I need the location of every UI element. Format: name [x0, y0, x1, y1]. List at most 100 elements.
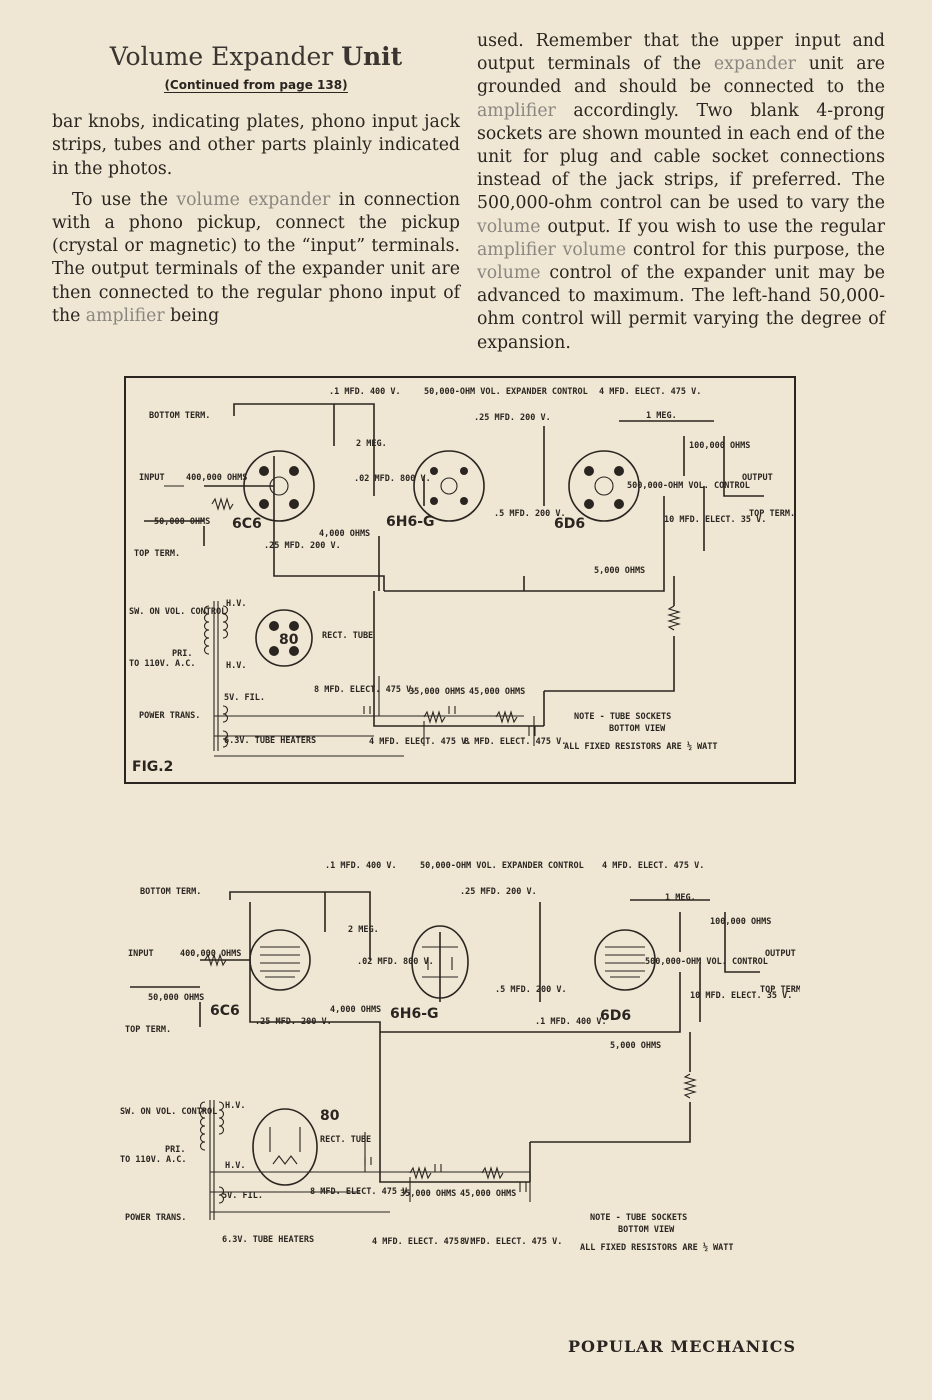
text-run: accordingly. Two blank 4-prong sockets a…	[477, 100, 885, 214]
label-note2: BOTTOM VIEW	[609, 724, 666, 734]
resistor-zigzag	[495, 710, 518, 724]
label-1meg: 1 MEG.	[665, 893, 696, 903]
tube-envelope-6c6	[249, 929, 311, 991]
label-100k: 100,000 OHMS	[689, 441, 750, 451]
label-input: INPUT	[128, 949, 154, 959]
label-c02: .02 MFD. 800 V.	[354, 474, 431, 484]
label-note2: BOTTOM VIEW	[618, 1225, 675, 1235]
text-run: unit are grounded and should be connecte…	[477, 54, 885, 98]
article-title: Volume Expander Unit	[52, 42, 460, 72]
label-rect-tube: RECT. TUBE	[320, 1135, 371, 1145]
text-run-highlight: amplifier	[85, 305, 165, 326]
capacitor-symbol	[363, 706, 536, 736]
tube-socket-80	[255, 609, 313, 667]
label-6c6: 6C6	[232, 516, 262, 532]
label-c1-b: .1 MFD. 400 V.	[535, 1017, 607, 1027]
label-5000: 5,000 OHMS	[594, 566, 645, 576]
label-8mfd: 8 MFD. ELECT. 475 V.	[310, 1187, 412, 1197]
text-run-highlight: volume	[477, 263, 541, 284]
label-switch: SW. ON VOL. CONTROL	[120, 1107, 217, 1117]
label-note3: ALL FIXED RESISTORS ARE ½ WATT	[580, 1242, 734, 1253]
schematic-figure-tube-symbols: BOTTOM TERM. INPUT 400,000 OHMS 50,000 O…	[110, 852, 800, 1272]
label-35k: 35,000 OHMS	[400, 1189, 456, 1199]
label-6d6: 6D6	[600, 1008, 631, 1024]
text-run: control of the expander unit may be adva…	[477, 263, 885, 353]
label-c25: .25 MFD. 200 V.	[474, 413, 551, 423]
label-ac: TO 110V. A.C.	[120, 1155, 187, 1165]
label-400k: 400,000 OHMS	[186, 473, 247, 483]
schematic-figure-bottom-view: BOTTOM TERM. INPUT 400,000 OHMS 50,000 O…	[124, 376, 796, 784]
label-2meg: 2 MEG.	[348, 925, 379, 935]
label-4000: 4,000 OHMS	[330, 1005, 381, 1015]
label-4mfd-b: 4 MFD. ELECT. 475 V.	[372, 1237, 474, 1247]
continued-text: (Continued from page 138)	[164, 78, 348, 93]
title-bold: Unit	[341, 42, 403, 71]
label-6h6g: 6H6-G	[386, 514, 435, 530]
label-5000: 5,000 OHMS	[610, 1041, 661, 1051]
label-c25: .25 MFD. 200 V.	[460, 887, 537, 897]
text-run: being	[164, 305, 220, 326]
label-hv: H.V.	[226, 599, 246, 609]
resistor-zigzag	[683, 1073, 697, 1099]
label-c02: .02 MFD. 800 V.	[357, 957, 434, 967]
text-run-highlight: amplifier	[477, 100, 556, 121]
label-note3: ALL FIXED RESISTORS ARE ½ WATT	[564, 741, 718, 752]
label-heaters: 6.3V. TUBE HEATERS	[222, 1235, 314, 1245]
right-column: used. Remember that the upper input and …	[477, 30, 885, 355]
label-c4: 4 MFD. ELECT. 475 V.	[602, 861, 704, 871]
label-note1: NOTE - TUBE SOCKETS	[590, 1213, 687, 1223]
label-5vfil: 5V. FIL.	[224, 693, 265, 703]
label-400k: 400,000 OHMS	[180, 949, 241, 959]
left-paragraph-1: bar knobs, indicating plates, phono inpu…	[52, 112, 460, 179]
left-column: Volume Expander Unit (Continued from pag…	[52, 30, 460, 328]
text-run: output. If you wish to use the regular	[540, 216, 885, 237]
label-heaters: 6.3V. TUBE HEATERS	[224, 736, 316, 746]
label-switch: SW. ON VOL. CONTROL	[129, 607, 226, 617]
label-c25-b: .25 MFD. 200 V.	[264, 541, 341, 551]
resistor-zigzag	[667, 605, 681, 631]
tube-envelope-6d6	[594, 929, 656, 991]
label-6d6: 6D6	[554, 516, 585, 532]
label-bottom-term: BOTTOM TERM.	[140, 887, 201, 897]
text-run-highlight: expander	[713, 54, 796, 75]
resistor-zigzag	[481, 1166, 504, 1180]
label-45k: 45,000 OHMS	[460, 1189, 516, 1199]
tube-socket-6c6	[243, 450, 315, 522]
tube-socket-6h6g	[413, 450, 485, 522]
label-output: OUTPUT	[742, 473, 773, 483]
label-expander-control: 50,000-OHM VOL. EXPANDER CONTROL	[420, 861, 584, 871]
label-80: 80	[279, 632, 299, 648]
magazine-footer: POPULAR MECHANICS	[568, 1337, 797, 1356]
label-c1: .1 MFD. 400 V.	[325, 861, 397, 871]
label-output: OUTPUT	[765, 949, 796, 959]
right-paragraph: used. Remember that the upper input and …	[477, 30, 885, 355]
label-c1: .1 MFD. 400 V.	[329, 387, 401, 397]
schematic-svg-1: BOTTOM TERM. INPUT 400,000 OHMS 50,000 O…	[124, 376, 796, 784]
label-fig: FIG.2	[132, 759, 173, 775]
text-run: in connection with a phono pickup, conne…	[52, 189, 460, 326]
figure-frame	[124, 376, 796, 784]
label-c10: 10 MFD. ELECT. 35 V.	[690, 991, 792, 1001]
label-note1: NOTE - TUBE SOCKETS	[574, 712, 671, 722]
transformer-primary-coil	[203, 605, 210, 655]
left-paragraph-2: To use the volume expander in connection…	[52, 189, 460, 328]
label-hv-2: H.V.	[226, 661, 246, 671]
resistor-zigzag	[204, 953, 227, 967]
label-50k: 50,000 OHMS	[154, 517, 210, 527]
label-top-term-out: TOP TERM.	[749, 509, 795, 519]
label-c5: .5 MFD. 200 V.	[495, 985, 567, 995]
label-5vfil: 5V. FIL.	[222, 1191, 263, 1201]
text-run: To use the	[72, 189, 177, 210]
label-rect-tube: RECT. TUBE	[322, 631, 373, 641]
label-8mfd-b: 8 MFD. ELECT. 475 V.	[460, 1237, 562, 1247]
label-hv: H.V.	[225, 1101, 245, 1111]
label-ac: TO 110V. A.C.	[129, 659, 196, 669]
label-c25-b: .25 MFD. 200 V.	[255, 1017, 332, 1027]
label-35k: 35,000 OHMS	[409, 687, 465, 697]
label-6h6g: 6H6-G	[390, 1006, 439, 1022]
label-pri: PRI.	[165, 1145, 185, 1155]
label-80: 80	[320, 1108, 340, 1124]
label-4mfd-b: 4 MFD. ELECT. 475 V.	[369, 737, 471, 747]
label-100k: 100,000 OHMS	[710, 917, 771, 927]
label-top-term: TOP TERM.	[134, 549, 180, 559]
